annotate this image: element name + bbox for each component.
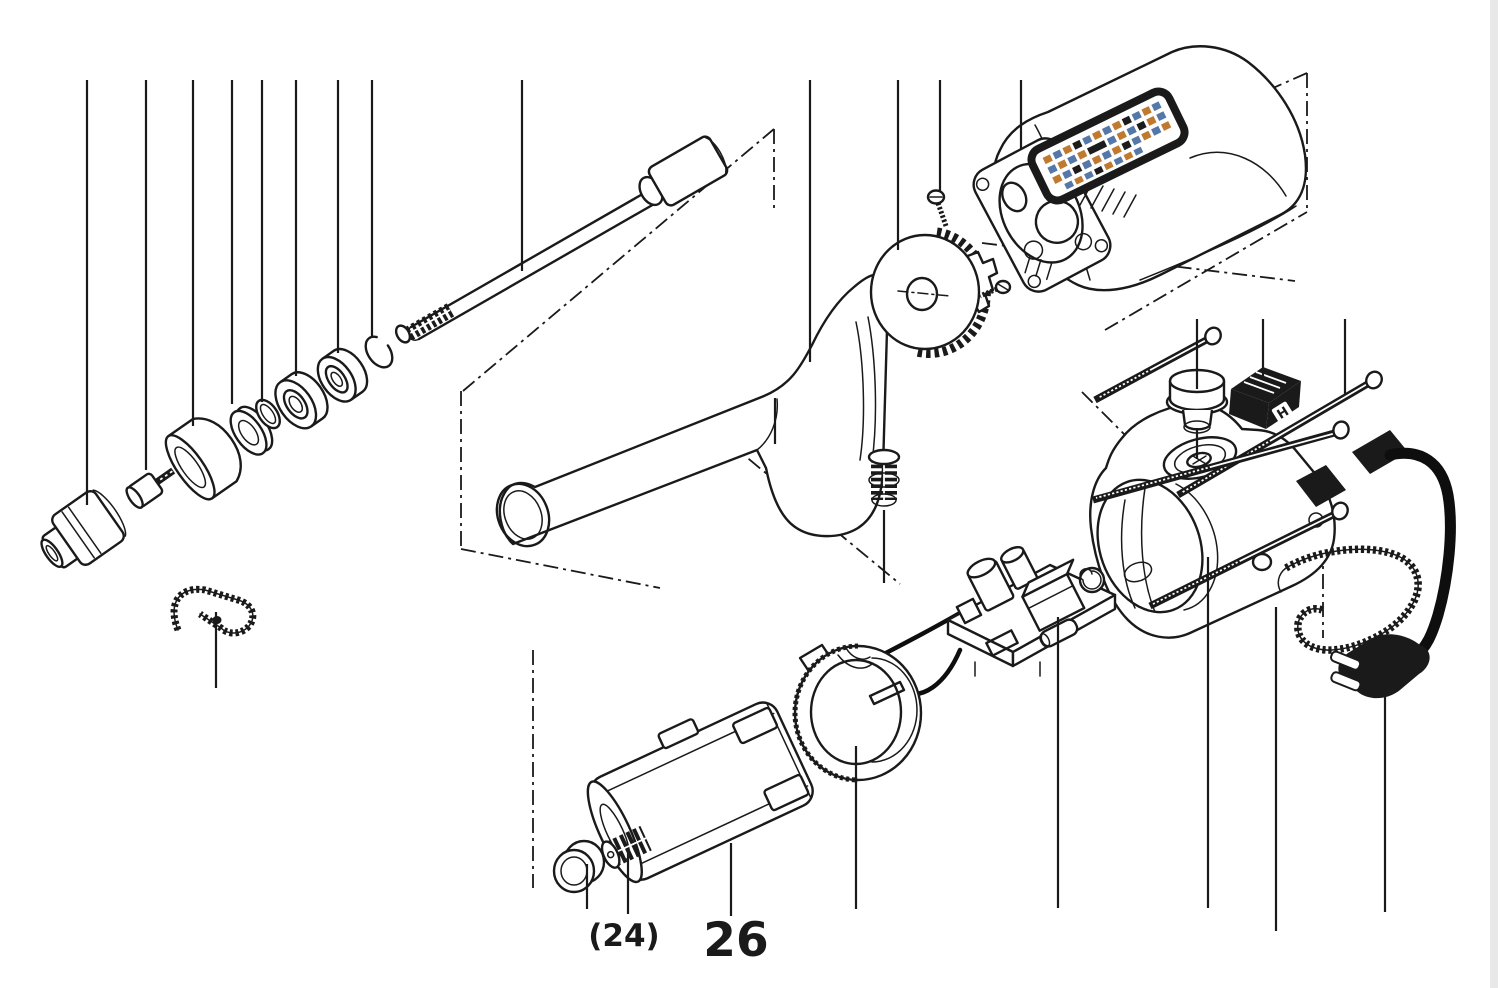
main-body-housing: [1089, 402, 1336, 639]
power-cord: [1296, 430, 1456, 699]
power-switch: H: [1229, 367, 1301, 429]
housing-vents: [1079, 182, 1137, 218]
gear-coupling: [867, 448, 901, 507]
motor-spacer-ring: [552, 839, 606, 894]
fan-gear-disc: [869, 227, 999, 358]
through-screw-3: [1092, 420, 1350, 504]
callout-26[interactable]: 26: [703, 913, 768, 968]
u-clip: [170, 585, 257, 637]
rear-housing: [972, 45, 1308, 293]
nose-cap: [164, 417, 242, 501]
retaining-ring: [364, 335, 394, 369]
pcb-assembly: [879, 546, 1117, 697]
leader-lines: [85, 80, 1387, 931]
motor-clamp-ring: [792, 643, 923, 783]
spec-label: [1027, 87, 1189, 205]
through-screw-2: [1176, 370, 1383, 499]
flexible-shaft: [394, 135, 729, 344]
spacer-ring: [255, 398, 281, 430]
power-plug: [1329, 634, 1430, 699]
chuck-nut: [40, 489, 127, 569]
cord-guard-spring: [1277, 545, 1422, 654]
bearing-front: [274, 371, 329, 430]
collet: [125, 467, 176, 510]
through-screw-4: [1148, 501, 1349, 610]
spec-label-print: [1042, 101, 1172, 190]
through-screw-1: [1093, 326, 1222, 404]
screw-small-top: [926, 189, 949, 227]
page-edge: [1490, 0, 1498, 988]
washer: [229, 405, 274, 456]
callout-24[interactable]: (24): [588, 918, 659, 954]
screw-small-front: [979, 279, 1012, 299]
front-housing: [495, 273, 890, 548]
